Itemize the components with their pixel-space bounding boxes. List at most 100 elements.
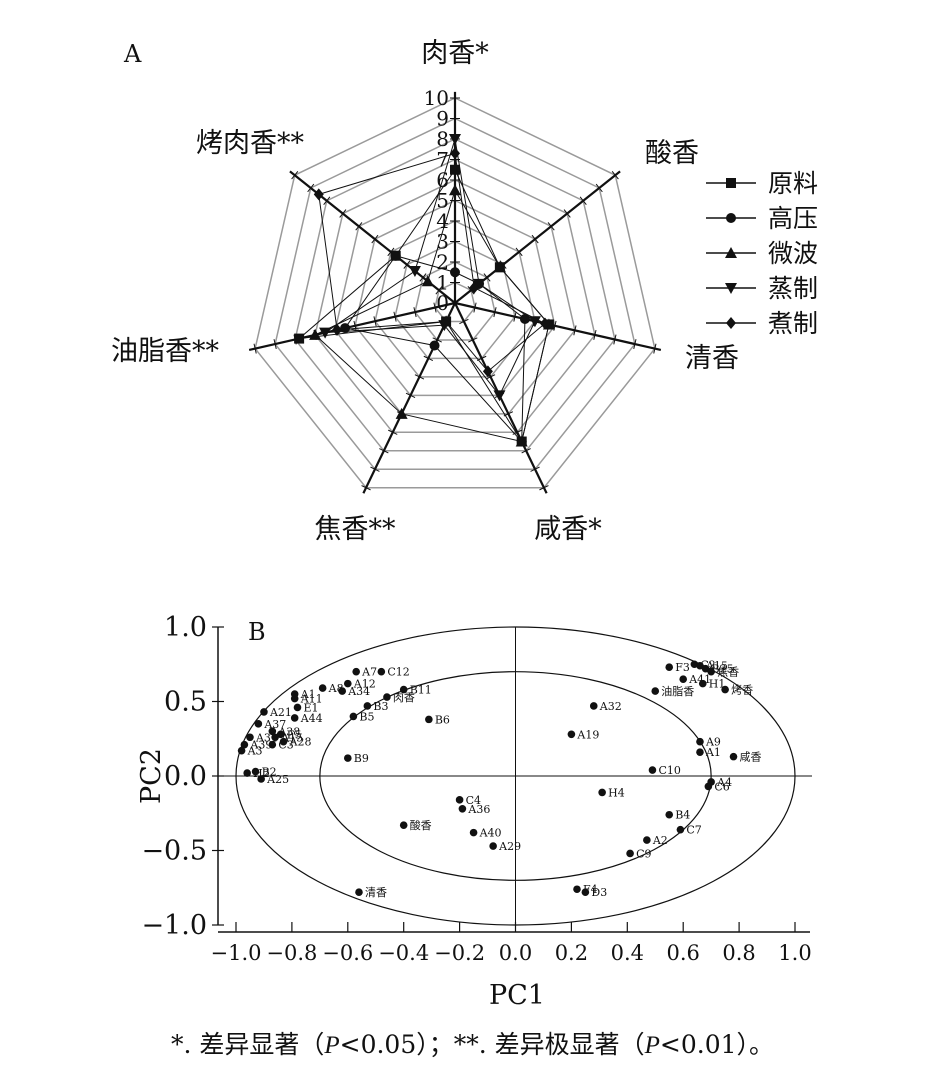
scatter-point xyxy=(399,685,408,694)
radar-data-point xyxy=(294,333,305,344)
radar-axis-tick xyxy=(323,196,331,205)
radar-tick-label: 4 xyxy=(436,209,449,233)
x-tick-label: 0.8 xyxy=(722,941,755,965)
x-tick-label: 0.2 xyxy=(555,941,588,965)
scatter-point xyxy=(243,769,251,777)
radar-axis xyxy=(362,302,456,494)
scatter-point-label: A2 xyxy=(652,834,668,847)
radar-data-point xyxy=(450,147,460,160)
y-tick-label: 0.5 xyxy=(164,687,207,718)
radar-axis-tick xyxy=(307,183,315,193)
radar-series-line xyxy=(323,138,536,397)
scatter-point xyxy=(399,821,408,829)
radar-tick-label: 5 xyxy=(436,189,449,213)
radar-axis-tick xyxy=(521,448,531,454)
radar-series-line xyxy=(344,255,526,443)
radar-grid-ring xyxy=(334,179,576,415)
radar-axis-tick xyxy=(611,170,619,180)
scatter-point xyxy=(338,687,347,695)
scatter-point xyxy=(643,836,651,844)
radar-axis-tick xyxy=(579,196,587,205)
radar-axis-tick xyxy=(468,337,478,343)
scatter-point-label: C3 xyxy=(278,739,293,752)
scatter-point-label: C6 xyxy=(714,780,729,793)
radar-axis-tick xyxy=(291,170,299,180)
scatter-point-label: B9 xyxy=(354,752,369,765)
radar-axis-tick xyxy=(613,334,617,345)
scatter-point xyxy=(279,737,288,746)
scatter-point-label: A1 xyxy=(300,688,316,701)
radar-data-point xyxy=(528,316,541,328)
radar-axis-tick xyxy=(595,183,603,193)
scatter-point xyxy=(260,708,268,716)
radar-data-point xyxy=(421,275,434,287)
legend-marker xyxy=(725,247,737,258)
scatter-point xyxy=(676,825,685,834)
scatter-point-label: A25 xyxy=(266,773,289,786)
scatter-point xyxy=(665,810,674,819)
radar-axis-tick xyxy=(515,247,523,257)
legend-marker xyxy=(726,317,736,329)
scatter-point xyxy=(377,667,386,676)
scatter-point-label: A4 xyxy=(716,776,732,789)
scatter-point xyxy=(290,714,299,722)
scatter-point-label: H4 xyxy=(608,786,625,799)
scatter-point xyxy=(651,687,660,695)
radar-data-point xyxy=(332,323,343,336)
legend-label: 微波 xyxy=(768,239,818,268)
scatter-point-label: B11 xyxy=(410,684,432,697)
scatter-point xyxy=(271,733,279,742)
radar-axis-tick xyxy=(379,448,389,454)
scatter-point-label: 清香 xyxy=(365,886,387,899)
radar-axis-tick xyxy=(413,307,417,318)
footnote-p-symbol: P xyxy=(644,1032,660,1059)
scatter-point-label: C9 xyxy=(636,847,651,860)
scatter-point-label: A29 xyxy=(498,840,521,853)
scatter-point xyxy=(352,667,360,676)
scatter-point-label: 烤香 xyxy=(731,683,753,697)
radar-data-point xyxy=(539,317,550,330)
radar-axis-tick xyxy=(539,485,549,491)
radar-data-point xyxy=(450,164,460,175)
scatter-point xyxy=(383,693,391,701)
scatter-point xyxy=(251,767,260,776)
scatter-point xyxy=(268,727,277,736)
scatter-point xyxy=(268,740,277,749)
radar-grid-ring xyxy=(414,261,496,341)
scatter-point-label: A32 xyxy=(599,700,622,713)
scatter-point xyxy=(318,684,327,692)
x-tick-label: −0.8 xyxy=(266,941,317,965)
correlation-circle xyxy=(235,626,796,926)
radar-axis-label: 油脂香** xyxy=(111,336,219,367)
scatter-point xyxy=(665,663,674,672)
correlation-circle xyxy=(319,671,712,881)
radar-axis-tick xyxy=(513,311,517,322)
scatter-point xyxy=(626,849,634,858)
scatter-point xyxy=(455,796,464,804)
scatter-point-label: E5 xyxy=(287,728,302,741)
scatter-point xyxy=(696,737,704,746)
radar-axis xyxy=(454,301,662,352)
radar-axis-tick xyxy=(573,325,577,336)
radar-axis-tick xyxy=(653,343,657,354)
scatter-point-label: A19 xyxy=(576,728,599,741)
footnote-part: *. 差异显著（ xyxy=(170,1030,325,1059)
radar-axis-tick xyxy=(273,339,277,350)
scatter-point xyxy=(293,703,302,712)
radar-data-point xyxy=(390,250,401,261)
radar-grid-ring xyxy=(314,158,596,434)
scatter-point-label: B3 xyxy=(373,700,388,713)
panel-label: B xyxy=(248,618,266,646)
radar-data-point xyxy=(449,184,461,196)
scatter-point-label: H1 xyxy=(709,678,726,691)
scatter-point xyxy=(240,740,249,749)
x-tick-label: −0.6 xyxy=(322,941,373,965)
scatter-point xyxy=(276,730,285,739)
radar-axis-tick xyxy=(423,355,434,362)
scatter-point-label: 肉香 xyxy=(393,691,415,704)
scatter-point xyxy=(698,679,707,688)
radar-axis-tick xyxy=(485,374,496,380)
scatter-point-label: A37 xyxy=(263,718,286,731)
scatter-point-label: B4 xyxy=(675,809,690,822)
